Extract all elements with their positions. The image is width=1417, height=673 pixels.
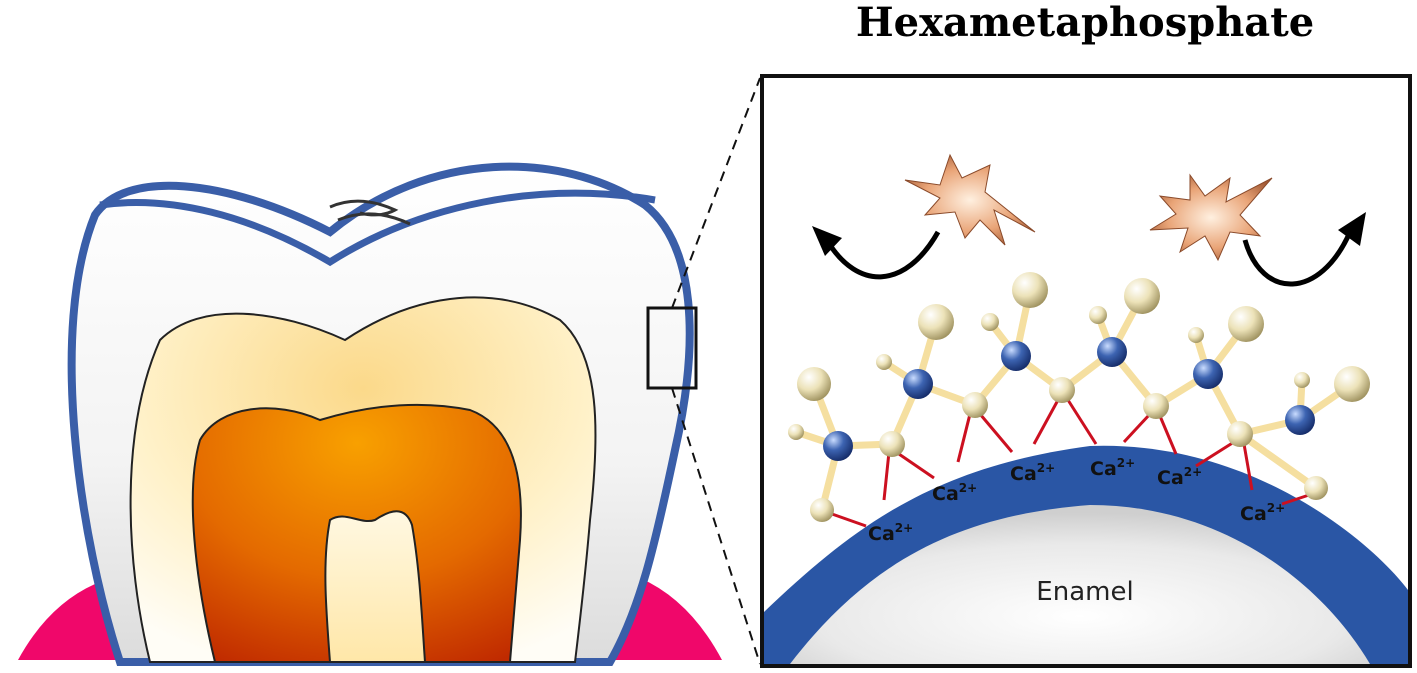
- calcium-ion-label: Ca2+: [1090, 456, 1135, 480]
- gum-left: [18, 584, 120, 660]
- bacterium-particle-left: [904, 153, 1036, 246]
- enamel-label: Enamel: [1036, 577, 1133, 607]
- enamel-core: [790, 505, 1370, 664]
- oxygen-atoms: [788, 272, 1370, 522]
- calcium-ion-label: Ca2+: [1010, 461, 1055, 485]
- calcium-ion-label: Ca2+: [868, 521, 913, 545]
- panel-frame: [760, 74, 1412, 668]
- calcium-ion-label: Ca2+: [1240, 501, 1285, 525]
- ionic-bonds: [831, 399, 1313, 528]
- tooth-cross-section: [18, 77, 761, 666]
- calcium-ion-label: Ca2+: [1157, 465, 1202, 489]
- magnified-panel: Enamel: [760, 74, 1412, 668]
- zoom-line-bottom: [671, 387, 761, 665]
- fissure-line-2: [337, 212, 411, 226]
- occlusal-enamel-line: [99, 189, 656, 267]
- phosphorus-atoms: [823, 337, 1315, 461]
- diagram-title: Hexametaphosphate: [856, 0, 1314, 46]
- bacterium-particle-right: [1149, 173, 1273, 262]
- zoom-line-top: [671, 77, 761, 309]
- arrowhead-left: [812, 226, 842, 256]
- arrowhead-right: [1338, 212, 1366, 246]
- repulsion-arrow-right: [1242, 230, 1353, 287]
- root-canal: [324, 510, 427, 663]
- repulsion-arrow-left: [825, 230, 941, 280]
- calcium-ion-label: Ca2+: [932, 481, 977, 505]
